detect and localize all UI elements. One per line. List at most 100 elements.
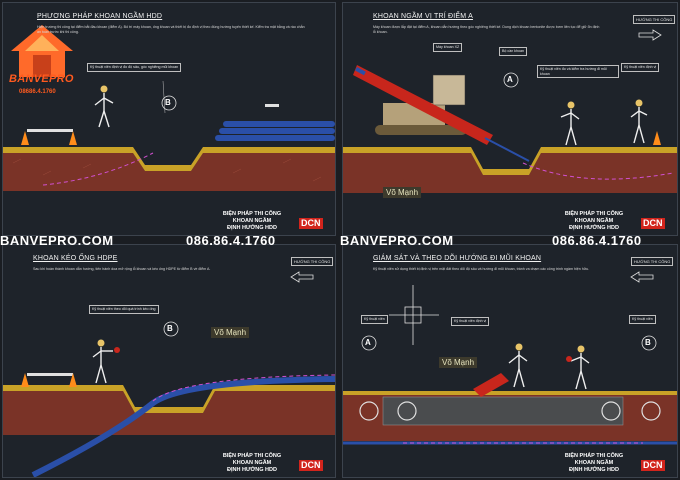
panel-2-drawing: [343, 29, 677, 193]
author-signature: Võ Mạnh: [439, 357, 478, 368]
traffic-cone-icon: [69, 131, 77, 145]
safety-barrier: [27, 373, 73, 376]
author-signature: Võ Mạnh: [211, 327, 250, 338]
locator-device-icon: [566, 356, 572, 362]
locator-callout: Kỹ thuật viên định vị: [451, 317, 490, 326]
panel-1-drawing: [3, 80, 335, 191]
direction-label: HƯỚNG THI CÔNG: [633, 15, 676, 24]
pavement-layer: [3, 147, 335, 171]
drilling-rig-icon: [353, 65, 493, 145]
soil-layer: [343, 153, 677, 193]
hdpe-pipe: [31, 376, 335, 477]
title-block-line-3: ĐỊNH HƯỚNG HDD: [569, 467, 619, 473]
worker-callout-left: Kỹ thuật viên: [361, 315, 388, 324]
traffic-cone-icon: [21, 131, 29, 145]
rig-callout: Máy khoan XZ: [433, 43, 463, 52]
pavement-layer: [3, 385, 335, 413]
dcn-logo: DCN: [299, 460, 323, 471]
panel-notes: Máy khoan được lắp đặt tại điểm A, khoan…: [373, 25, 600, 34]
drill-path: [42, 152, 154, 186]
title-block-line-3: ĐỊNH HƯỚNG HDD: [569, 225, 619, 231]
title-block-line-2: KHOAN NGẦM: [574, 218, 614, 224]
concrete-slab: [382, 396, 624, 426]
watermark-phone-left: 086.86.4.1760: [186, 233, 276, 248]
title-block: BIỆN PHÁP THI CÔNG KHOAN NGẦM ĐỊNH HƯỚNG…: [563, 453, 625, 474]
soil-texture: [12, 158, 322, 182]
marker-b-label: B: [165, 98, 171, 107]
worker-callout: Kỹ thuật viên đo và kiểm tra hướng đi mũ…: [537, 65, 619, 79]
drill-rod: [484, 137, 530, 162]
direction-arrow-icon: [630, 271, 654, 283]
panel-title: PHƯƠNG PHÁP KHOAN NGẦM HDD: [37, 13, 163, 20]
existing-culverts: [359, 401, 661, 421]
marker-a-circle: [503, 72, 519, 88]
title-block-line-3: ĐỊNH HƯỚNG HDD: [227, 225, 277, 231]
title-block-line-1: BIỆN PHÁP THI CÔNG: [222, 211, 282, 217]
title-block-line-2: KHOAN NGẦM: [232, 460, 272, 466]
panel-drill-point-a: A KHOAN NGẦM VỊ TRÍ ĐIỂM A Máy khoan đượ…: [342, 2, 678, 236]
panel-title: KHOAN NGẦM VỊ TRÍ ĐIỂM A: [373, 13, 473, 20]
soil-layer: [3, 153, 335, 191]
title-block-line-1: BIỆN PHÁP THI CÔNG: [564, 453, 624, 459]
pavement-layer: [343, 391, 677, 395]
dcn-logo: DCN: [641, 218, 665, 229]
logo-phone: 08686.4.1760: [19, 89, 56, 95]
marker-b-circle: [163, 321, 179, 337]
dcn-logo: DCN: [641, 460, 665, 471]
title-block-line-1: BIỆN PHÁP THI CÔNG: [222, 453, 282, 459]
marker-b-circle: [641, 335, 657, 351]
title-block-line-2: KHOAN NGẦM: [574, 460, 614, 466]
panel-monitor-drill-head: A B GIÁM SÁT VÀ THEO DÕI HƯỚNG ĐI MŨI KH…: [342, 244, 678, 478]
panel-title: GIÁM SÁT VÀ THEO DÕI HƯỚNG ĐI MŨI KHOAN: [373, 255, 542, 262]
worker-figure-icon: [570, 345, 590, 390]
worker-callout: Kỹ thuật viên định vị đo độ sâu, góc ngh…: [87, 63, 182, 72]
drill-path: [522, 162, 674, 180]
marker-b-circle: [161, 95, 177, 111]
panel-notes: Kỹ thuật viên sử dụng thiết bị định vị t…: [373, 267, 590, 271]
title-block: BIỆN PHÁP THI CÔNG KHOAN NGẦM ĐỊNH HƯỚNG…: [221, 453, 283, 474]
worker-figure-icon: [630, 99, 648, 144]
panel-title: KHOAN KÉO ỐNG HDPE: [33, 255, 118, 262]
locator-callout: Kỹ thuật viên định vị: [621, 63, 660, 72]
panel-notes: Sau khi hoàn thành khoan dẫn hướng, tiến…: [33, 267, 211, 271]
watermark-site-right: BANVEPRO.COM: [340, 233, 454, 248]
title-block: BIỆN PHÁP THI CÔNG KHOAN NGẦM ĐỊNH HƯỚNG…: [563, 211, 625, 232]
direction-arrow-icon: [290, 271, 314, 283]
watermark-phone-right: 086.86.4.1760: [552, 233, 642, 248]
banvepro-logo: [7, 21, 89, 105]
traffic-cone-icon: [21, 373, 29, 387]
panel-hdd-method: BANVEPRO 08686.4.1760 PHƯƠNG PHÁP KHOAN …: [2, 2, 336, 236]
marker-a-label: A: [507, 75, 513, 84]
title-block: BIỆN PHÁP THI CÔNG KHOAN NGẦM ĐỊNH HƯỚNG…: [221, 211, 283, 232]
marker-a-circle: [361, 335, 377, 351]
dcn-logo: DCN: [299, 218, 323, 229]
author-signature: Võ Mạnh: [383, 187, 422, 198]
pipe-path: [152, 374, 335, 402]
locator-device-icon: [114, 347, 120, 353]
panel-notes: Hiện trường thi công tại điểm bắt đầu kh…: [37, 25, 305, 34]
worker-figure-icon: [92, 339, 113, 384]
worker-callout-right: Kỹ thuật viên: [629, 315, 656, 324]
panel-pull-hdpe: B KHOAN KÉO ỐNG HDPE Sau khi hoàn thành …: [2, 244, 336, 478]
marker-a-label: A: [365, 338, 371, 347]
worker-figure-icon: [560, 101, 580, 146]
logo-wordmark: BANVEPRO: [9, 73, 74, 85]
marker-b-label: B: [645, 338, 651, 347]
worker-callout: Kỹ thuật viên theo dõi quá trình kéo ống: [89, 305, 159, 314]
watermark-site-left: BANVEPRO.COM: [0, 233, 114, 248]
traffic-cone-icon: [69, 373, 77, 387]
direction-label: HƯỚNG THI CÔNG: [291, 257, 334, 266]
safety-barrier: [27, 129, 73, 132]
panel-4-drawing: [343, 271, 677, 445]
title-block-line-2: KHOAN NGẦM: [232, 218, 272, 224]
title-block-line-1: BIỆN PHÁP THI CÔNG: [564, 211, 624, 217]
drill-machine-icon: [473, 373, 509, 397]
worker-figure-icon: [94, 85, 114, 128]
worker-figure-icon: [508, 343, 528, 388]
marker-b-label: B: [167, 324, 173, 333]
crosshair-icon: [389, 285, 439, 345]
direction-label: HƯỚNG THI CÔNG: [631, 257, 674, 266]
traffic-cone-icon: [653, 131, 661, 145]
title-block-line-3: ĐỊNH HƯỚNG HDD: [227, 467, 277, 473]
pavement-layer: [343, 147, 677, 175]
